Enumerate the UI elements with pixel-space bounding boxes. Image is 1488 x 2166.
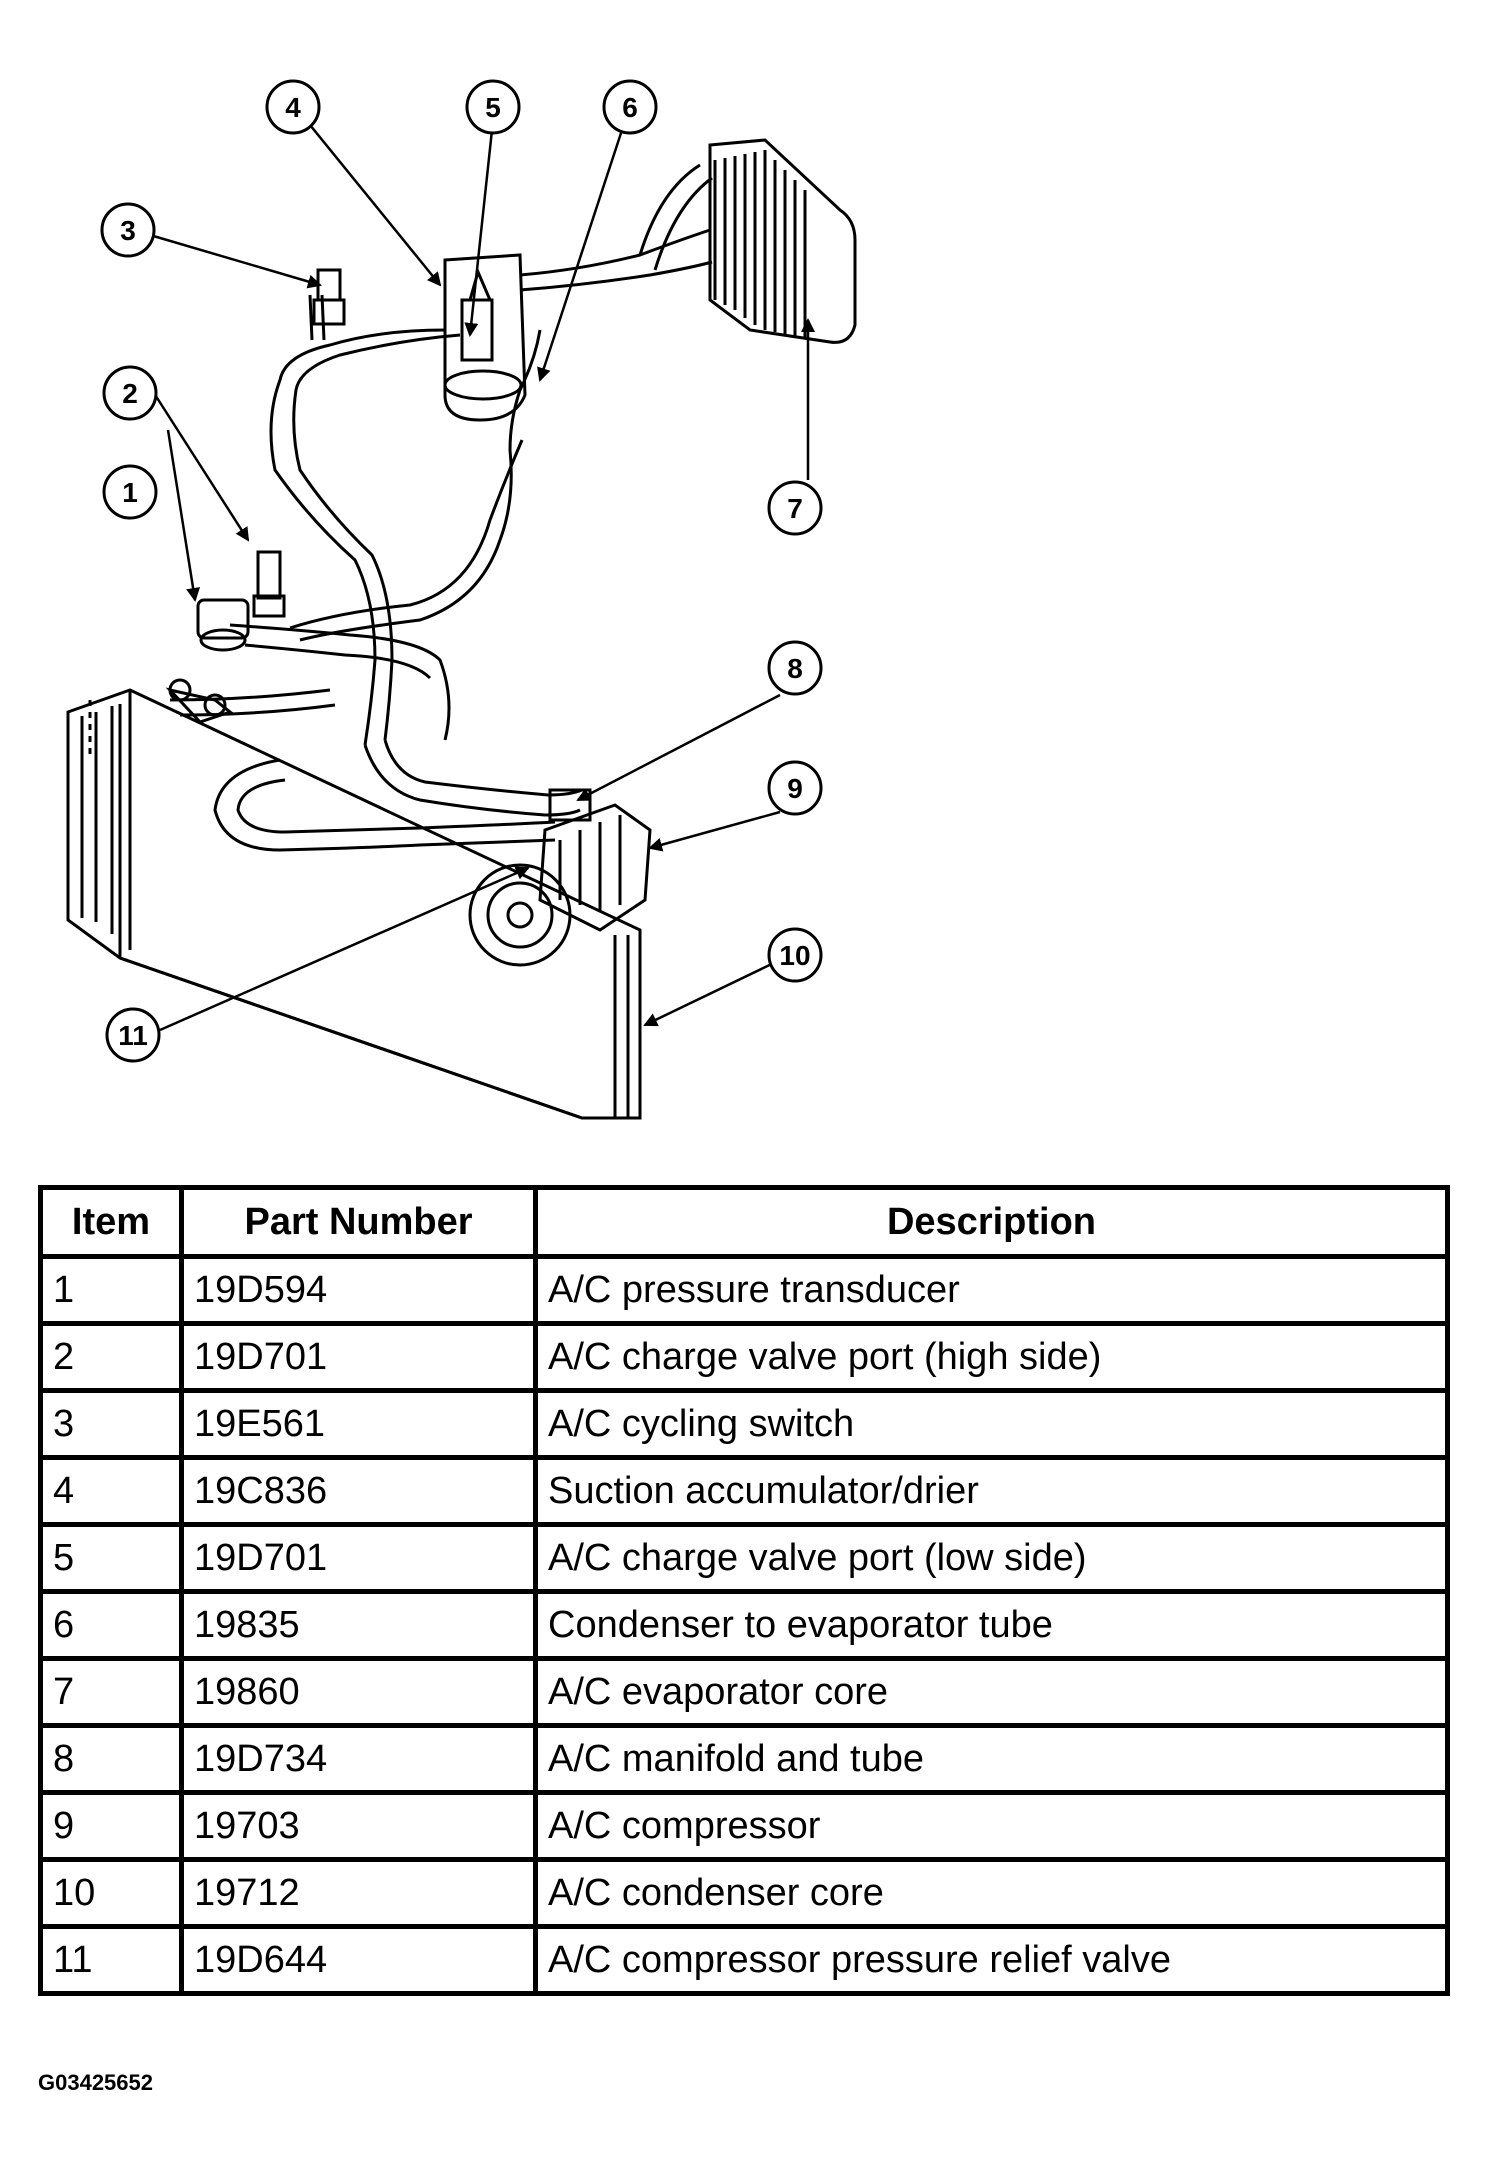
cell-desc: A/C compressor pressure relief valve — [533, 1924, 1450, 1996]
svg-text:4: 4 — [285, 92, 301, 123]
ac-system-diagram: 1 2 3 4 5 6 7 8 9 10 11 — [66, 79, 857, 1120]
svg-text:8: 8 — [787, 653, 803, 684]
svg-text:3: 3 — [120, 215, 136, 246]
compressor — [468, 788, 652, 967]
svg-text:6: 6 — [622, 92, 638, 123]
svg-text:9: 9 — [787, 773, 803, 804]
cell-item: 8 — [38, 1723, 184, 1795]
cell-item: 4 — [38, 1455, 184, 1527]
cell-part: 19703 — [179, 1790, 538, 1862]
cell-desc: A/C evaporator core — [533, 1656, 1450, 1728]
accumulator-drier — [443, 253, 527, 422]
svg-text:5: 5 — [485, 92, 501, 123]
table-header-row: Item Part Number Description — [38, 1185, 1450, 1259]
svg-text:7: 7 — [787, 493, 803, 524]
cell-part: 19E561 — [179, 1388, 538, 1460]
svg-text:11: 11 — [118, 1020, 148, 1051]
cell-part: 19D594 — [179, 1254, 538, 1326]
callout-8: 8 — [767, 640, 823, 696]
cell-item: 1 — [38, 1254, 184, 1326]
callout-2: 2 — [102, 365, 158, 421]
callout-7: 7 — [767, 480, 823, 536]
cell-desc: A/C cycling switch — [533, 1388, 1450, 1460]
callout-circles: 1 2 3 4 5 6 7 8 9 10 11 — [100, 79, 823, 1063]
condenser-core — [66, 688, 642, 1120]
cell-desc: A/C condenser core — [533, 1857, 1450, 1929]
cell-item: 6 — [38, 1589, 184, 1661]
cell-desc: Condenser to evaporator tube — [533, 1589, 1450, 1661]
cell-item: 5 — [38, 1522, 184, 1594]
callout-4: 4 — [265, 79, 321, 135]
svg-text:10: 10 — [779, 940, 810, 971]
svg-text:2: 2 — [122, 378, 138, 409]
header-item: Item — [38, 1185, 184, 1259]
leader-lines — [149, 124, 815, 1032]
callout-6: 6 — [602, 79, 658, 135]
callout-1: 1 — [102, 464, 158, 520]
cell-desc: Suction accumulator/drier — [533, 1455, 1450, 1527]
svg-text:1: 1 — [122, 477, 138, 508]
cell-desc: A/C manifold and tube — [533, 1723, 1450, 1795]
callout-10: 10 — [767, 927, 823, 983]
callout-5: 5 — [465, 79, 521, 135]
callout-9: 9 — [767, 760, 823, 816]
cell-item: 9 — [38, 1790, 184, 1862]
cell-item: 10 — [38, 1857, 184, 1929]
evaporator-core — [708, 138, 857, 344]
header-description: Description — [533, 1185, 1450, 1259]
cell-part: 19C836 — [179, 1455, 538, 1527]
cell-item: 11 — [38, 1924, 184, 1996]
cell-part: 19D701 — [179, 1522, 538, 1594]
header-part-number: Part Number — [179, 1185, 538, 1259]
cell-desc: A/C pressure transducer — [533, 1254, 1450, 1326]
cell-desc: A/C compressor — [533, 1790, 1450, 1862]
cell-part: 19712 — [179, 1857, 538, 1929]
cell-desc: A/C charge valve port (high side) — [533, 1321, 1450, 1393]
cell-item: 2 — [38, 1321, 184, 1393]
cell-part: 19835 — [179, 1589, 538, 1661]
cell-desc: A/C charge valve port (low side) — [533, 1522, 1450, 1594]
cell-part: 19860 — [179, 1656, 538, 1728]
cell-part: 19D701 — [179, 1321, 538, 1393]
cell-item: 7 — [38, 1656, 184, 1728]
figure-id: G03425652 — [38, 2070, 153, 2095]
cell-item: 3 — [38, 1388, 184, 1460]
refrigerant-lines — [169, 163, 713, 852]
cell-part: 19D734 — [179, 1723, 538, 1795]
callout-3: 3 — [100, 202, 156, 258]
callout-11: 11 — [105, 1007, 161, 1063]
cell-part: 19D644 — [179, 1924, 538, 1996]
